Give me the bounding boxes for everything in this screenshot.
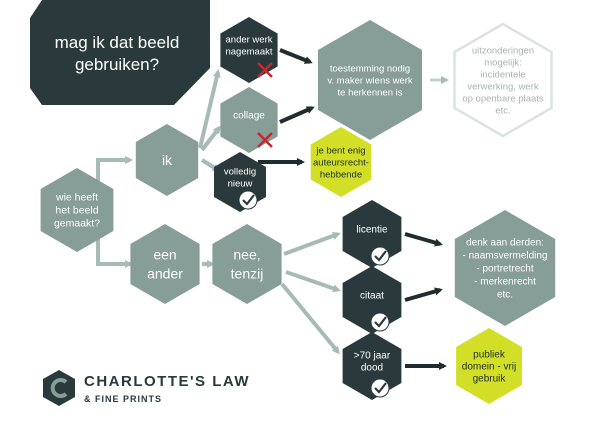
connector-ik-collage	[200, 125, 221, 152]
title-banner: mag ik dat beeld gebruiken?	[30, 0, 210, 105]
node-label-line: v. maker wiens werk	[327, 75, 413, 86]
node-label-line: ander werk	[226, 34, 273, 45]
node-label-line: citaat	[360, 291, 384, 302]
node-label-line: toestemming nodig	[330, 63, 410, 74]
logo-subtitle: & FINE PRINTS	[84, 394, 162, 404]
node-nee-tenzij: nee, tenzij	[212, 224, 282, 304]
node-label-line: denk aan derden:	[466, 238, 544, 249]
node-shape	[212, 224, 282, 304]
node-shape	[318, 20, 422, 140]
title-line-1: mag ik dat beeld	[55, 33, 180, 52]
node-shape	[310, 127, 372, 197]
node-label-line: dood	[361, 363, 383, 374]
connector-nee-citaat	[285, 270, 341, 293]
node-een-ander: een ander	[130, 224, 200, 304]
node-label-line: een	[153, 246, 176, 262]
cross-mark-icon	[257, 132, 273, 148]
node-shape	[456, 328, 522, 404]
checkmark-badge	[370, 378, 390, 398]
node-label-line: gebruik	[473, 374, 507, 385]
logo: CHARLOTTE'S LAW & FINE PRINTS	[43, 370, 250, 406]
node-label-line: auteursrecht-	[313, 157, 369, 168]
connector-ander-werk-toestemming	[279, 48, 313, 64]
node-label-line: etc.	[495, 105, 510, 116]
node-shape	[454, 210, 556, 326]
c-logo-icon	[43, 370, 75, 406]
node-label-line: etc.	[497, 290, 513, 301]
checkmark-badge	[370, 312, 390, 332]
logo-name: CHARLOTTE'S LAW	[84, 373, 250, 390]
connector-nee-70jaar	[280, 282, 340, 355]
node-shape	[40, 168, 114, 252]
node-label-line: collage	[233, 111, 265, 122]
node-label-line: op openbare plaats	[462, 93, 544, 104]
node-label-line: licentie	[356, 225, 388, 236]
node-label-line: >70 jaar	[354, 351, 391, 362]
node-label-line: volledig	[224, 166, 256, 177]
node-label-line: ik	[162, 152, 173, 168]
checkmark-icon	[374, 316, 387, 328]
node-label-line: tenzij	[231, 265, 264, 281]
node-label-line: hebbende	[320, 169, 362, 180]
checkmark-badge	[370, 246, 390, 266]
node-label-line: - merkenrecht	[474, 277, 536, 288]
connector-ik-ander-werk	[198, 69, 221, 149]
title-line-2: gebruiken?	[75, 55, 159, 74]
connectors	[96, 48, 449, 370]
node-label-line: te herkennen is	[338, 87, 403, 98]
node-citaat: citaat	[342, 266, 402, 334]
node-shape	[135, 124, 199, 196]
node-label-line: nieuw	[228, 178, 253, 189]
node-shape	[220, 17, 278, 83]
node-label-line: mogelijk:	[484, 57, 522, 68]
node-shape	[453, 22, 553, 138]
node-uitzonderingen: uitzonderingenmogelijk:incidenteleverwer…	[453, 22, 553, 138]
node-label-line: - portretrecht	[476, 264, 533, 275]
node-label-line: verwerking, werk	[467, 81, 539, 92]
node-ik: ik	[135, 124, 199, 196]
checkmark-icon	[374, 382, 387, 394]
node-collage: collage	[220, 87, 278, 153]
connector-collage-toestemming	[279, 106, 315, 124]
connector-licentie-derden	[404, 232, 443, 247]
node-derden: denk aan derden: - naamsvermelding - portr…	[454, 210, 556, 326]
node-label-line: nee,	[233, 246, 260, 262]
cross-mark-icon	[257, 62, 273, 78]
node-label-line: incidentele	[480, 69, 525, 80]
node-licentie: licentie	[342, 200, 402, 268]
node-label-line: domein - vrij	[462, 362, 516, 373]
node-label-line: - naamsvermelding	[462, 251, 547, 262]
node-label-line: gemaakt?	[54, 218, 100, 230]
node-label-line: wie heeft	[55, 192, 98, 204]
node-label-line: nagemaakt	[225, 46, 272, 57]
node-shape	[220, 87, 278, 153]
node-label-line: ander	[147, 265, 183, 281]
node-label-line: het beeld	[55, 205, 98, 217]
connector-citaat-derden	[404, 287, 443, 302]
connector-nee-licentie	[283, 231, 341, 256]
node-shape	[130, 224, 200, 304]
node-label-line: je bent enig	[315, 145, 365, 156]
connector-wie-ik	[96, 156, 133, 182]
node-label-line: publiek	[473, 350, 506, 361]
checkmark-icon	[242, 194, 255, 206]
checkmark-icon	[374, 250, 387, 262]
node-label-line: uitzonderingen	[472, 45, 534, 56]
connector-wie-ander	[96, 238, 133, 268]
checkmark-badge	[238, 190, 258, 210]
